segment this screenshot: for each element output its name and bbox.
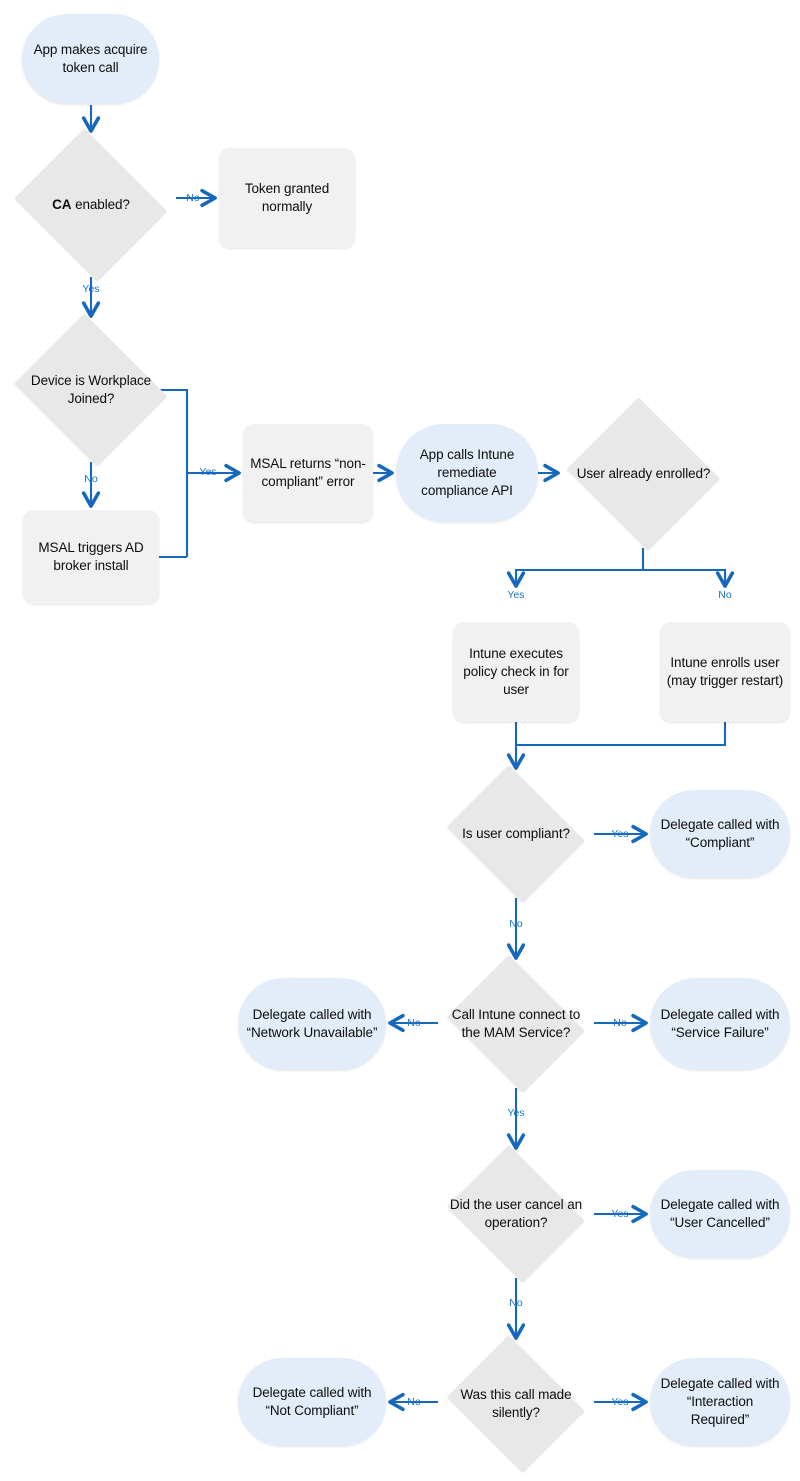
node-d_cancelled: Delegate called with “User Cancelled” <box>650 1170 790 1258</box>
edge-enrolled-no <box>643 568 735 588</box>
node-silent_call: Was this call made silently? <box>440 1334 592 1474</box>
edge-label-already_enrolled-to-enrolls_user: No <box>718 588 732 601</box>
edge-label-ca_enabled-to-wpj: Yes <box>82 282 100 295</box>
node-is_compliant: Is user compliant? <box>440 764 592 904</box>
edge-label-is_compliant-to-mam_connect: No <box>509 917 523 930</box>
edge-label-wpj-to-broker_install: No <box>84 472 98 485</box>
node-label-ca_enabled: CA enabled? <box>52 197 130 213</box>
node-broker_install: MSAL triggers AD broker install <box>23 510 159 604</box>
node-label-wpj: Device is Workplace Joined? <box>30 373 152 406</box>
edge-label-mam_connect-to-d_service: No <box>613 1016 627 1029</box>
node-already_enrolled: User already enrolled? <box>562 397 725 551</box>
node-noncompliant: MSAL returns “non-compliant” error <box>243 424 373 522</box>
edge-enrolled-yes <box>506 548 645 588</box>
edge-wpj-yes-bus <box>160 388 189 557</box>
node-label-d_interaction: Delegate called with “Interaction Requir… <box>660 1376 780 1427</box>
node-enrolls_user: Intune enrolls user (may trigger restart… <box>660 622 790 722</box>
node-label-d_service: Delegate called with “Service Failure” <box>660 1007 780 1040</box>
edge-label-is_compliant-to-d_compliant: Yes <box>611 827 629 840</box>
node-user_cancel: Did the user cancel an operation? <box>440 1144 592 1284</box>
node-label-d_not_compliant: Delegate called with “Not Compliant” <box>252 1385 372 1418</box>
node-label-broker_install: MSAL triggers AD broker install <box>38 540 144 573</box>
node-label-d_cancelled: Delegate called with “User Cancelled” <box>660 1197 780 1230</box>
node-d_network: Delegate called with “Network Unavailabl… <box>238 978 386 1070</box>
node-label-user_cancel: Did the user cancel an operation? <box>449 1197 583 1230</box>
node-wpj: Device is Workplace Joined? <box>8 313 174 467</box>
edge-label-mam_connect-to-d_network: No <box>407 1016 421 1029</box>
node-label-start: App makes acquire token call <box>33 42 148 75</box>
node-start: App makes acquire token call <box>22 14 159 104</box>
node-label-strong-ca_enabled: CA <box>52 197 72 213</box>
node-label-is_compliant: Is user compliant? <box>462 826 570 842</box>
node-label-already_enrolled: User already enrolled? <box>576 466 711 482</box>
node-remediate_api: App calls Intune remediate compliance AP… <box>396 424 538 522</box>
node-label-token_granted: Token granted normally <box>244 181 330 214</box>
node-token_granted: Token granted normally <box>219 148 355 248</box>
edge-label-already_enrolled-to-policy_check: Yes <box>507 588 525 601</box>
node-label-d_network: Delegate called with “Network Unavailabl… <box>246 1007 378 1040</box>
node-label-remediate_api: App calls Intune remediate compliance AP… <box>419 447 515 498</box>
edge-label-wpj-to-noncompliant: Yes <box>199 465 217 478</box>
node-label-policy_check: Intune executes policy check in for user <box>463 646 569 697</box>
edge-label-silent_call-to-d_not_compliant: No <box>407 1395 421 1408</box>
edge-label-silent_call-to-d_interaction: Yes <box>611 1395 629 1408</box>
edge-label-ca_enabled-to-token_granted: No <box>186 191 200 204</box>
node-d_interaction: Delegate called with “Interaction Requir… <box>650 1358 790 1446</box>
node-d_service: Delegate called with “Service Failure” <box>650 978 790 1070</box>
node-ca_enabled: CA enabled? <box>8 128 174 282</box>
edge-label-user_cancel-to-silent_call: No <box>509 1296 523 1309</box>
node-label-d_compliant: Delegate called with “Compliant” <box>660 817 780 850</box>
node-label-noncompliant: MSAL returns “non-compliant” error <box>250 456 366 489</box>
node-policy_check: Intune executes policy check in for user <box>453 622 579 722</box>
node-label-silent_call: Was this call made silently? <box>460 1387 572 1420</box>
node-mam_connect: Call Intune connect to the MAM Service? <box>440 954 592 1094</box>
node-d_not_compliant: Delegate called with “Not Compliant” <box>238 1358 386 1446</box>
node-label-mam_connect: Call Intune connect to the MAM Service? <box>451 1007 581 1040</box>
edge-label-mam_connect-to-user_cancel: Yes <box>507 1106 525 1119</box>
node-label-enrolls_user: Intune enrolls user (may trigger restart… <box>666 655 784 688</box>
node-d_compliant: Delegate called with “Compliant” <box>650 790 790 878</box>
edge-enrolls-merge <box>506 722 727 770</box>
edge-label-user_cancel-to-d_cancelled: Yes <box>611 1207 629 1220</box>
